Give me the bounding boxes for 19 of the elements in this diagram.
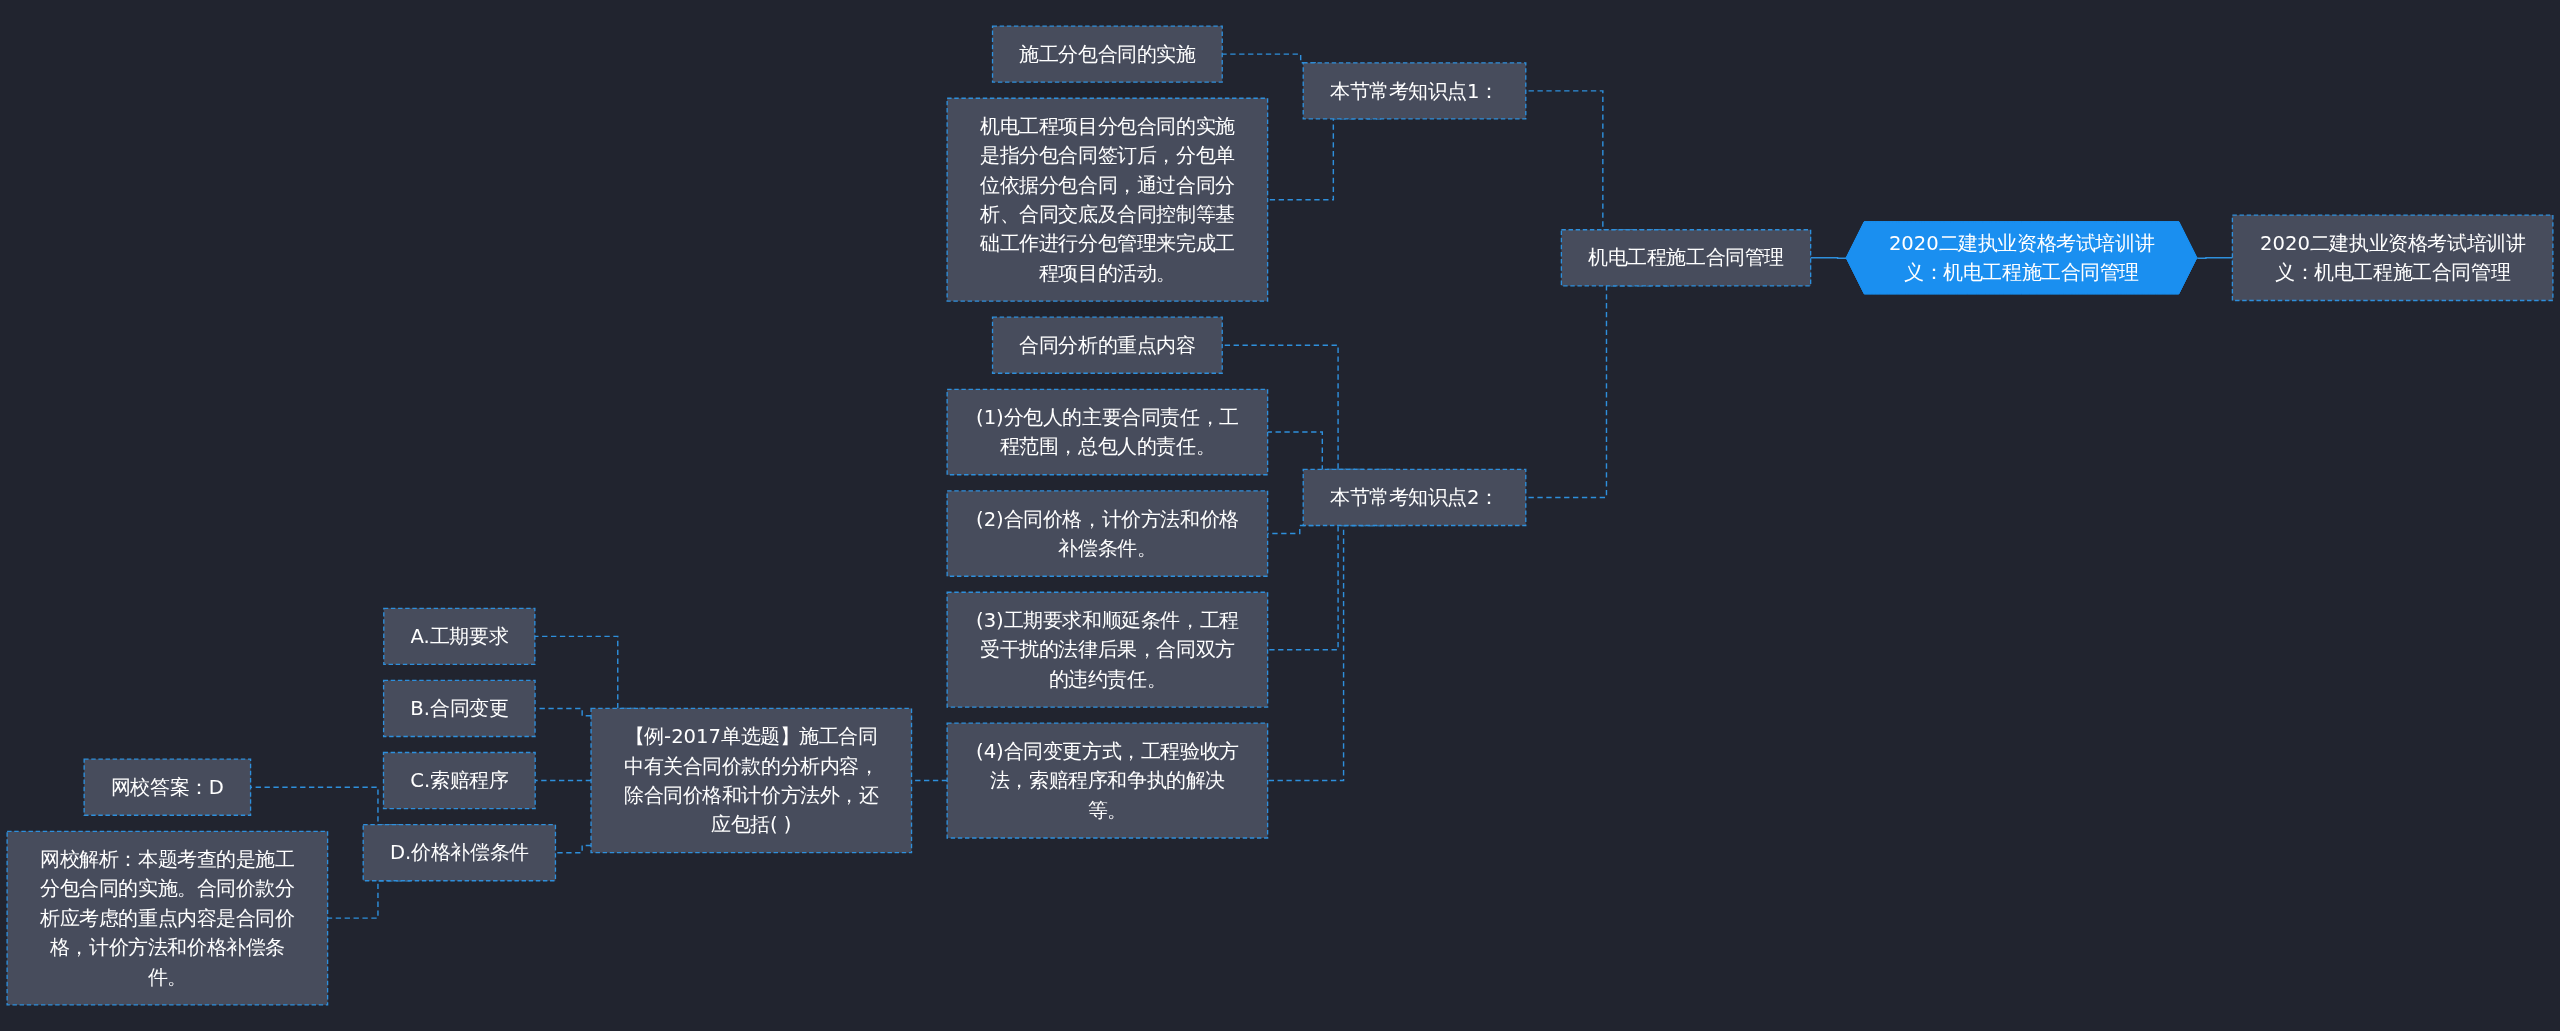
- node-box: 本节常考知识点1：: [1302, 62, 1527, 120]
- node-box: 合同分析的重点内容: [991, 316, 1223, 374]
- node-box: D.价格补偿条件: [362, 823, 557, 882]
- node-box: 本节常考知识点2：: [1302, 468, 1527, 527]
- node-box: 网校答案：D: [83, 758, 252, 816]
- node-box: (3)工期要求和顺延条件，工程受干扰的法律后果，合同双方的违约责任。: [946, 591, 1269, 708]
- node-box: (4)合同变更方式，工程验收方法，索赔程序和争执的解决等。: [946, 722, 1269, 839]
- node-box: 机电工程项目分包合同的实施是指分包合同签订后，分包单位依据分包合同，通过合同分析、合同交底及合同控制等基础工作进行分包管理来完成工程项目的活动。: [946, 97, 1269, 302]
- node-box: 网校解析：本题考查的是施工分包合同的实施。合同价款分析应考虑的重点内容是合同价格，计价方法和价格补偿条件。: [6, 830, 329, 1006]
- node-box: 【例-2017单选题】施工合同中有关合同价款的分析内容，除合同价格和计价方法外，还应包括( ): [590, 707, 913, 854]
- node-box: 施工分包合同的实施: [991, 25, 1223, 83]
- connector: [534, 779, 592, 782]
- node-box: A.工期要求: [383, 607, 536, 666]
- node-box: 机电工程施工合同管理: [1560, 229, 1812, 287]
- node-box: 2020二建执业资格考试培训讲义：机电工程施工合同管理: [2231, 214, 2554, 302]
- node-box: C.索赔程序: [382, 751, 536, 810]
- node-box: (2)合同价格，计价方法和价格补偿条件。: [946, 490, 1269, 577]
- node-box: B.合同变更: [382, 679, 536, 738]
- node-box: (1)分包人的主要合同责任，工程范围，总包人的责任。: [946, 388, 1269, 476]
